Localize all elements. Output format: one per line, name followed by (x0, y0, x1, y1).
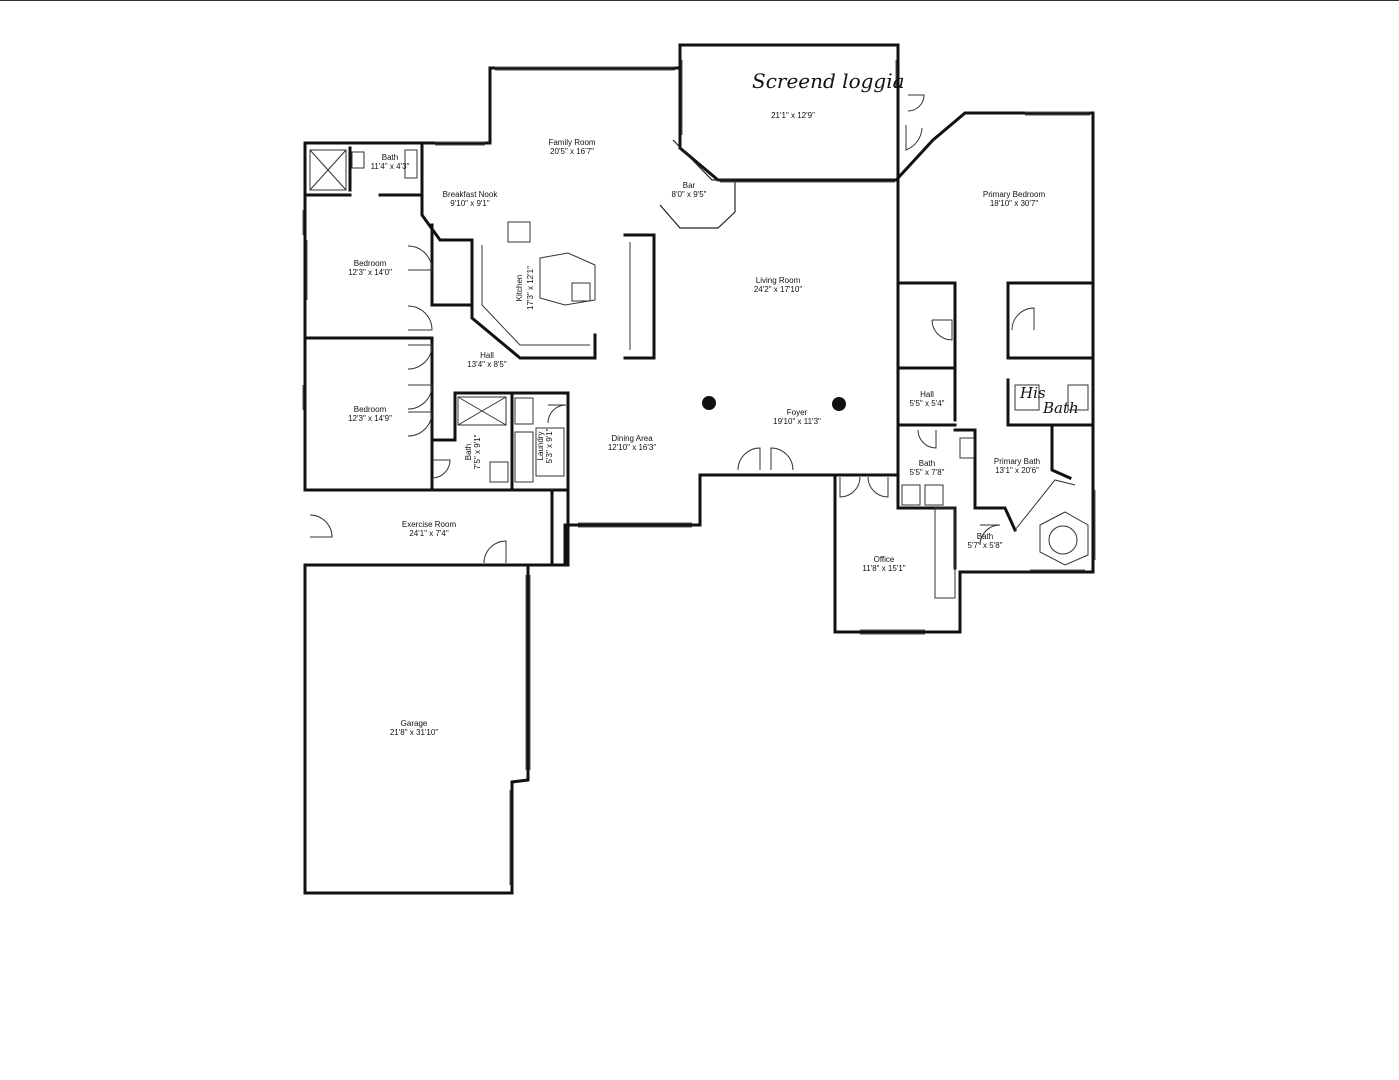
foyer-dims: 19'10" x 11'3" (773, 417, 821, 426)
column-left (702, 396, 716, 410)
laundry-dims: 5'3" x 9'1" (545, 428, 554, 463)
office-label: Office (874, 555, 895, 564)
garage-label: Garage (401, 719, 428, 728)
bath-small-label: Bath (977, 532, 993, 541)
bath-lower-dims: 7'5" x 9'1" (473, 434, 482, 469)
column-right (832, 397, 846, 411)
windows (302, 60, 1096, 885)
living-room-dims: 24'2" x 17'10" (754, 285, 802, 294)
dining-area-label: Dining Area (611, 434, 653, 443)
bath-mid-label: Bath (919, 459, 935, 468)
hall-1-dims: 13'4" x 8'5" (467, 360, 507, 369)
exercise-room-dims: 24'1" x 7'4" (409, 529, 449, 538)
bath-mid-dims: 5'5" x 7'8" (910, 468, 945, 477)
family-room-label: Family Room (548, 138, 595, 147)
primary-bedroom-dims: 18'10" x 30'7" (990, 199, 1038, 208)
bedroom-1-dims: 12'3" x 14'0" (348, 268, 392, 277)
hall-1-label: Hall (480, 351, 494, 360)
kitchen-dims: 17'3" x 12'1" (526, 266, 535, 310)
living-room-label: Living Room (756, 276, 801, 285)
doors (309, 94, 1035, 564)
breakfast-nook-dims: 9'10" x 9'1" (450, 199, 490, 208)
bath-top-dims: 11'4" x 4'3" (371, 162, 410, 171)
his-bath-label-1: His (1019, 384, 1046, 402)
bath-lower-label: Bath (464, 444, 473, 460)
bedroom-2-label: Bedroom (354, 405, 387, 414)
bath-top-label: Bath (382, 153, 398, 162)
primary-bath-dims: 13'1" x 20'6" (995, 466, 1039, 475)
bar-dims: 8'0" x 9'5" (672, 190, 707, 199)
fixtures (309, 149, 1089, 599)
bedroom-2-dims: 12'3" x 14'9" (348, 414, 392, 423)
bedroom-1-label: Bedroom (354, 259, 387, 268)
laundry-label: Laundry (536, 432, 545, 461)
office-dims: 11'8" x 15'1" (862, 564, 905, 573)
foyer-label: Foyer (787, 408, 808, 417)
hall-2-label: Hall (920, 390, 934, 399)
kitchen-label: Kitchen (515, 275, 524, 302)
primary-bath-label: Primary Bath (994, 457, 1040, 466)
family-room-dims: 20'5" x 16'7" (550, 147, 594, 156)
garage-dims: 21'8" x 31'10" (390, 728, 438, 737)
bath-small-dims: 5'7" x 5'8" (968, 541, 1003, 550)
loggia-dims: 21'1" x 12'9" (771, 111, 815, 120)
dining-area-dims: 12'10" x 16'3" (608, 443, 656, 452)
bar-label: Bar (683, 181, 696, 190)
exercise-room-label: Exercise Room (402, 520, 457, 529)
his-bath-label-2: Bath (1042, 399, 1079, 417)
breakfast-nook-label: Breakfast Nook (443, 190, 499, 199)
loggia-label: Screend loggia (752, 69, 905, 93)
hall-2-dims: 5'5" x 5'4" (910, 399, 945, 408)
primary-bedroom-label: Primary Bedroom (983, 190, 1046, 199)
